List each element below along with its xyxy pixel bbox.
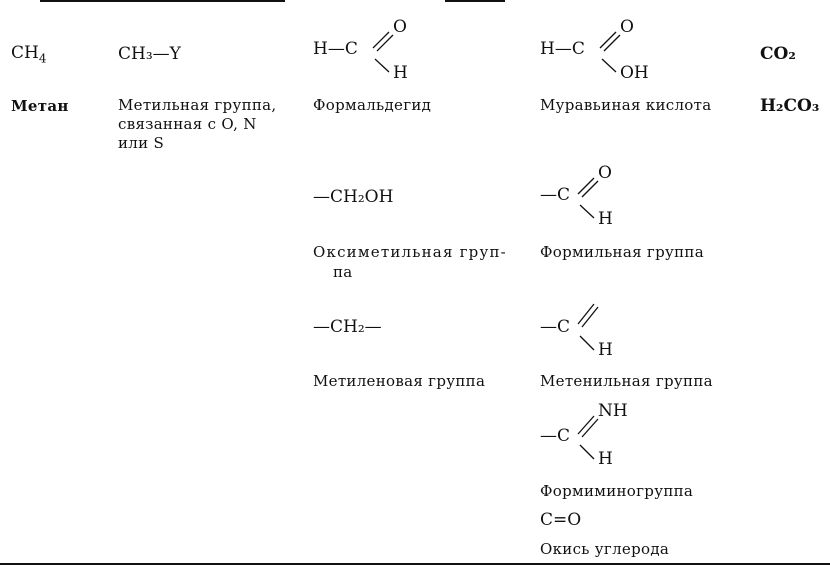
methyl-label-line1: Метильная группа, (118, 96, 277, 114)
formic-acid-structure: H—C O OH (540, 17, 649, 83)
svg-text:O: O (393, 17, 407, 37)
formyl-label: Формильная группа (540, 243, 704, 261)
carbon-monoxide-formula: C=O (540, 510, 582, 530)
carbon-monoxide-label: Окись углерода (540, 540, 670, 558)
svg-text:—C: —C (540, 426, 570, 446)
svg-text:NH: NH (598, 401, 628, 421)
svg-text:H—C: H—C (313, 39, 358, 59)
svg-text:H: H (598, 340, 613, 360)
svg-text:OH: OH (620, 63, 649, 83)
svg-text:—C: —C (540, 185, 570, 205)
top-rule-right (445, 0, 505, 2)
methylene-label: Метиленовая группа (313, 372, 486, 390)
svg-text:—C: —C (540, 317, 570, 337)
methyl-formula: CH₃—Y (118, 44, 181, 64)
formaldehyde-structure: H—C O H (313, 17, 408, 83)
hydroxymethyl-label-line2: па (333, 263, 353, 281)
svg-text:H: H (598, 209, 613, 229)
formimino-label: Формиминогруппа (540, 482, 694, 500)
svg-text:H: H (393, 63, 408, 83)
hydroxymethyl-label-line1: Оксиметильная груп- (313, 243, 507, 261)
bottom-rule (0, 563, 830, 565)
formimino-structure: —C NH H (540, 401, 628, 469)
methane-label: Метан (11, 97, 69, 115)
methenyl-label: Метенильная группа (540, 372, 713, 390)
formyl-structure: —C O H (540, 163, 613, 229)
carbonic-acid-formula: H₂CO₃ (760, 96, 820, 116)
hydroxymethyl-formula: —CH₂OH (313, 187, 394, 207)
methyl-label-line3: или S (118, 134, 165, 152)
formic-acid-label: Муравьиная кислота (540, 96, 712, 114)
svg-text:H: H (598, 449, 613, 469)
methane-formula: CH4 (11, 43, 47, 66)
methenyl-structure: —C H (540, 303, 613, 360)
top-rule-left (40, 0, 285, 2)
svg-text:O: O (598, 163, 612, 183)
svg-text:H—C: H—C (540, 39, 585, 59)
svg-text:O: O (620, 17, 634, 37)
formaldehyde-label: Формальдегид (313, 96, 432, 114)
co2-formula: CO₂ (760, 44, 796, 64)
methylene-formula: —CH₂— (313, 317, 382, 337)
methyl-label-line2: связанная с O, N (118, 115, 257, 133)
